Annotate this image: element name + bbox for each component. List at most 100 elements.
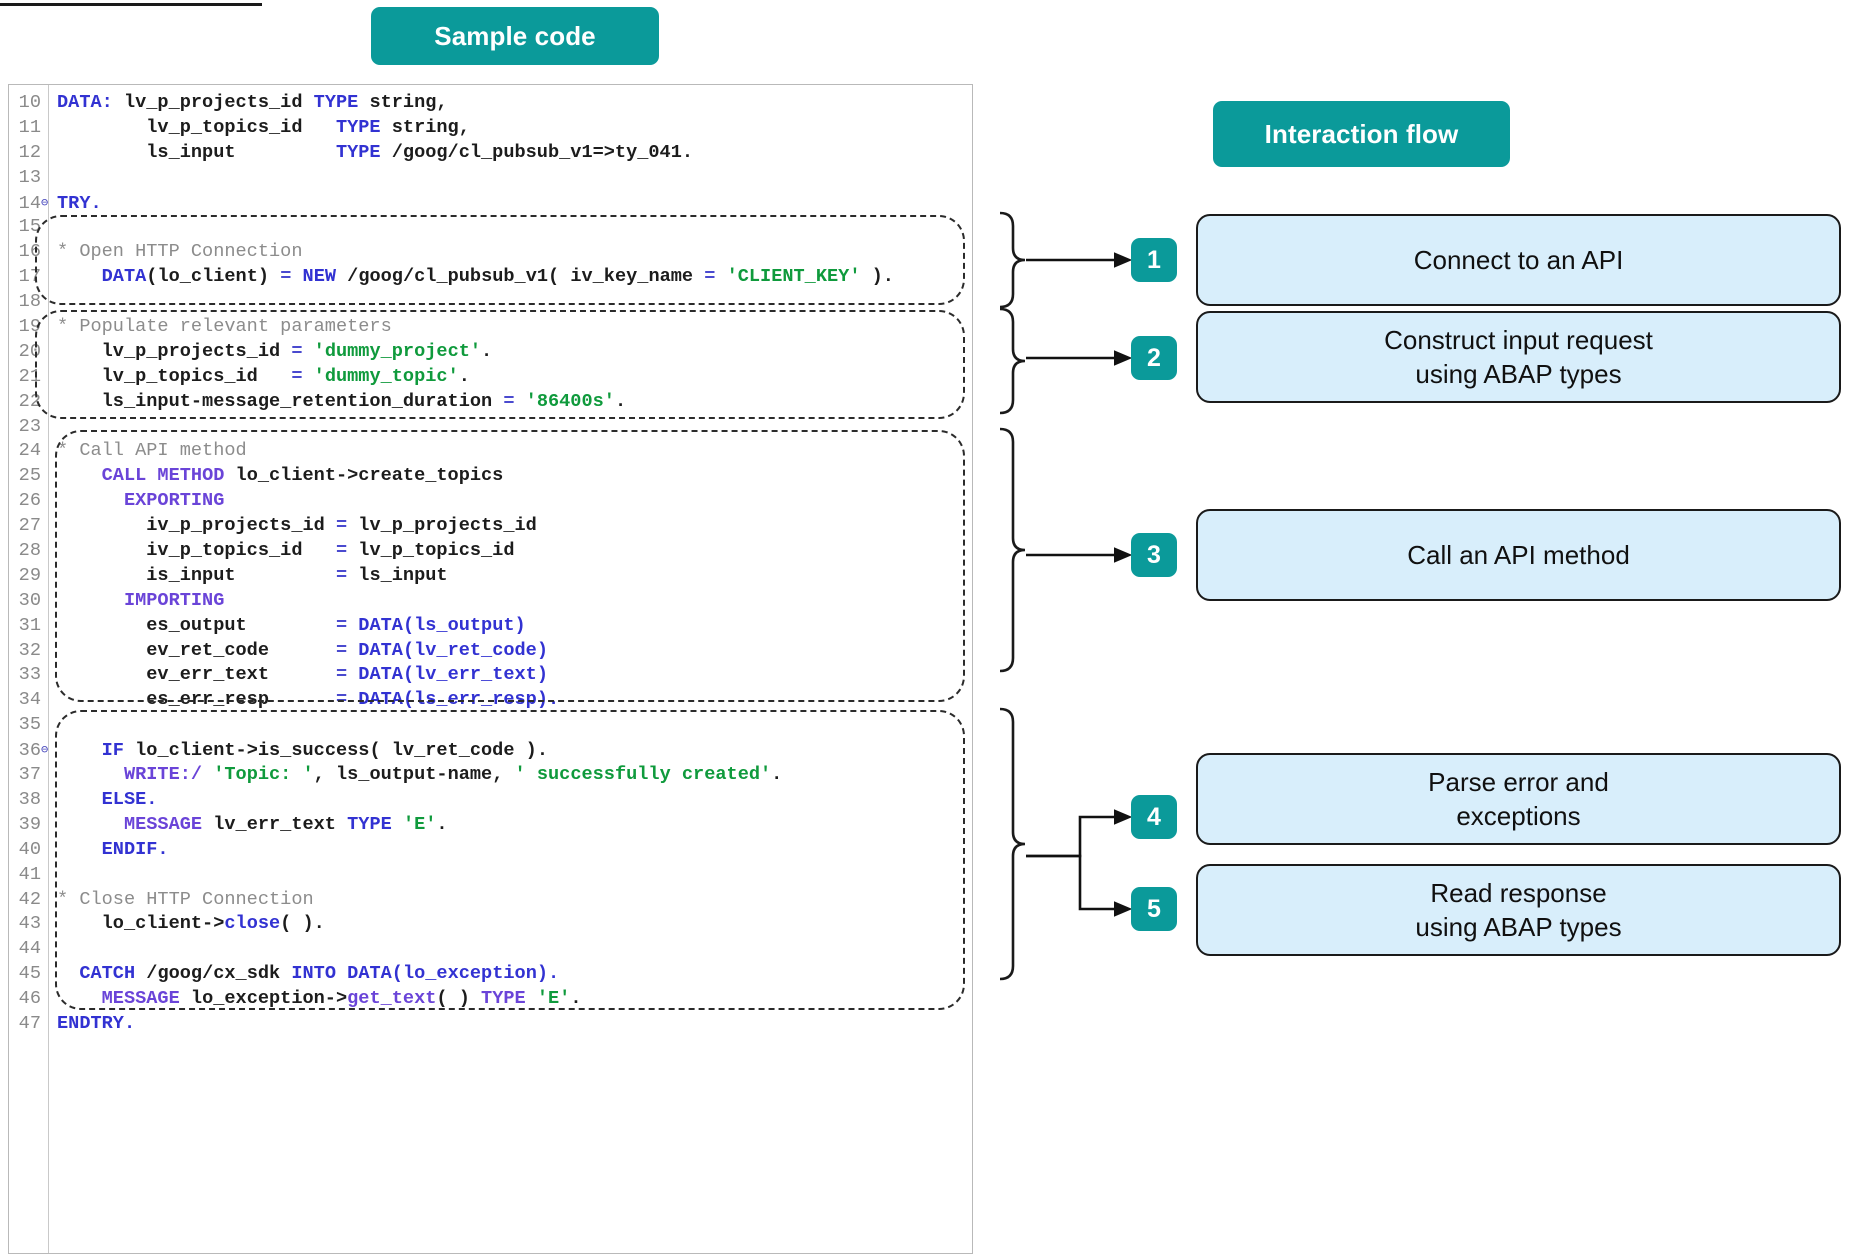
code-text: * Call API method: [57, 440, 247, 462]
code-text: TRY.: [57, 192, 102, 214]
line-number: 26: [18, 490, 41, 512]
code-text: MESSAGE lo_exception->get_text( ) TYPE '…: [101, 988, 582, 1010]
code-line: 28 iv_p_topics_id = lv_p_topics_id: [9, 539, 972, 564]
line-number: 16: [18, 241, 41, 263]
brace-step-3: [999, 427, 1026, 673]
code-text: ENDTRY.: [57, 1012, 136, 1034]
line-number: 22: [18, 390, 41, 412]
fold-marker-icon[interactable]: ⊖: [41, 743, 49, 758]
step-box-2[interactable]: Construct input request using ABAP types: [1196, 311, 1841, 403]
code-text: IMPORTING: [123, 589, 225, 611]
interaction-flow-header: Interaction flow: [1213, 101, 1510, 167]
code-line: 12 ls_input TYPE /goog/cl_pubsub_v1=>ty_…: [9, 141, 972, 166]
line-number: 31: [18, 614, 41, 636]
code-line: 11 lv_p_topics_id TYPE string,: [9, 116, 972, 141]
line-number: 25: [18, 465, 41, 487]
line-number: 17: [18, 266, 41, 288]
code-line: 29 is_input = ls_input: [9, 564, 972, 589]
step-box-3[interactable]: Call an API method: [1196, 509, 1841, 601]
code-line: 21 lv_p_topics_id = 'dummy_topic'.: [9, 365, 972, 390]
step-box-5[interactable]: Read response using ABAP types: [1196, 864, 1841, 956]
line-number: 20: [18, 340, 41, 362]
line-number: 46: [18, 988, 41, 1010]
line-number: 10: [18, 92, 41, 113]
line-number: 30: [18, 589, 41, 611]
top-divider-rule: [0, 3, 262, 6]
step-box-1-text: Connect to an API: [1413, 244, 1624, 275]
line-number: 23: [18, 415, 41, 437]
arrow-to-step-4: [1026, 809, 1133, 858]
line-number: 47: [18, 1012, 41, 1034]
code-line: 23: [9, 415, 972, 440]
line-number: 39: [18, 813, 41, 835]
line-number: 13: [18, 166, 41, 188]
code-line: 41: [9, 863, 972, 888]
line-number: 43: [18, 913, 41, 935]
code-text: ev_err_text = DATA(lv_err_text): [57, 664, 548, 686]
line-number: 45: [18, 963, 41, 985]
fold-marker-icon[interactable]: ⊖: [41, 195, 49, 210]
code-line: 38 ELSE.: [9, 788, 972, 813]
code-text: WRITE:/ 'Topic: ', ls_output-name, ' suc…: [123, 764, 783, 786]
line-number: 44: [18, 938, 41, 960]
step-box-1[interactable]: Connect to an API: [1196, 214, 1841, 306]
line-number: 34: [18, 689, 41, 711]
code-text: DATA(lo_client) = NEW /goog/cl_pubsub_v1…: [101, 266, 894, 288]
code-line: 15: [9, 215, 972, 240]
line-number: 40: [18, 838, 41, 860]
code-text: * Close HTTP Connection: [57, 888, 314, 910]
code-text: es_output = DATA(ls_output): [57, 614, 526, 636]
code-text: ls_input TYPE /goog/cl_pubsub_v1=>ty_041…: [57, 141, 694, 163]
code-line: 35: [9, 713, 972, 738]
code-text: MESSAGE lv_err_text TYPE 'E'.: [123, 813, 448, 835]
line-number: 33: [18, 664, 41, 686]
code-line: 46 MESSAGE lo_exception->get_text( ) TYP…: [9, 987, 972, 1012]
code-line: 14⊖TRY.: [9, 191, 972, 216]
code-text: iv_p_topics_id = lv_p_topics_id: [57, 540, 515, 562]
code-line: 31 es_output = DATA(ls_output): [9, 614, 972, 639]
code-line: 36⊖ IF lo_client->is_success( lv_ret_cod…: [9, 738, 972, 763]
line-number: 42: [18, 888, 41, 910]
step-box-4-text: Parse error and exceptions: [1428, 766, 1609, 831]
code-line: 44: [9, 937, 972, 962]
line-number: 38: [18, 788, 41, 810]
step-box-2-text: Construct input request using ABAP types: [1384, 324, 1653, 389]
code-text: iv_p_projects_id = lv_p_projects_id: [57, 515, 537, 537]
code-text: lv_p_projects_id = 'dummy_project'.: [57, 340, 493, 362]
code-text: lv_p_topics_id TYPE string,: [57, 116, 470, 138]
brace-step-2: [999, 307, 1026, 415]
line-number: 27: [18, 515, 41, 537]
brace-step-45: [999, 707, 1026, 981]
step-badge-1: 1: [1131, 238, 1177, 282]
code-text: ENDIF.: [101, 838, 169, 860]
line-number: 21: [18, 365, 41, 387]
code-text: CALL METHOD lo_client->create_topics: [101, 465, 504, 487]
code-text: EXPORTING: [123, 490, 225, 512]
line-number: 11: [18, 116, 41, 138]
step-box-4[interactable]: Parse error and exceptions: [1196, 753, 1841, 845]
code-line: 42 * Close HTTP Connection: [9, 888, 972, 913]
line-number: 36: [18, 740, 41, 762]
step-badge-4: 4: [1131, 795, 1177, 839]
step-box-5-text: Read response using ABAP types: [1415, 877, 1622, 942]
code-line: 43 lo_client->close( ).: [9, 912, 972, 937]
code-line: 20 lv_p_projects_id = 'dummy_project'.: [9, 340, 972, 365]
code-text: ls_input-message_retention_duration = '8…: [57, 390, 627, 412]
code-line: 32 ev_ret_code = DATA(lv_ret_code): [9, 639, 972, 664]
code-line: 16 * Open HTTP Connection: [9, 240, 972, 265]
code-text: lo_client->close( ).: [57, 913, 325, 935]
step-badge-3: 3: [1131, 533, 1177, 577]
code-line: 34 es_err_resp = DATA(ls_err_resp).: [9, 688, 972, 713]
code-line: 37 WRITE:/ 'Topic: ', ls_output-name, ' …: [9, 763, 972, 788]
line-number: 32: [18, 639, 41, 661]
code-line: 24* Call API method: [9, 439, 972, 464]
code-line: 33 ev_err_text = DATA(lv_err_text): [9, 663, 972, 688]
step-box-3-text: Call an API method: [1407, 539, 1630, 570]
sample-code-header: Sample code: [371, 7, 659, 65]
code-text: * Open HTTP Connection: [57, 241, 303, 263]
code-line: 40 ENDIF.: [9, 838, 972, 863]
